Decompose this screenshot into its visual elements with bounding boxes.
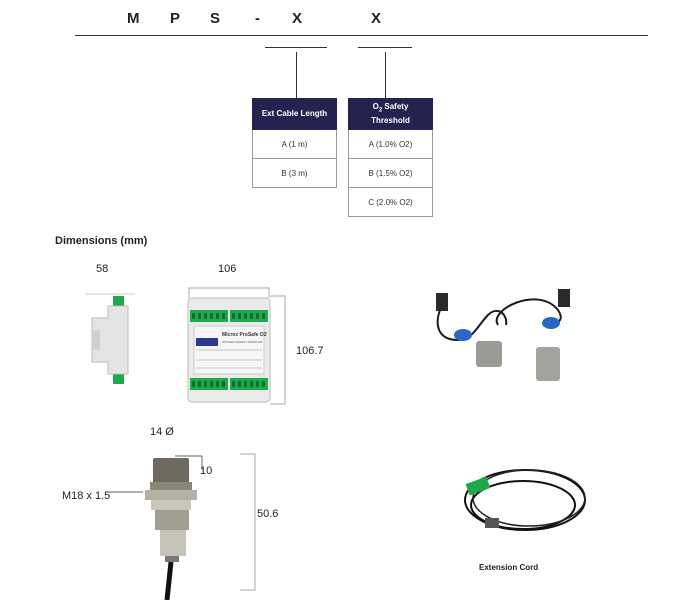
dim-controller-height: 106.7: [296, 345, 324, 357]
threshold-header-prefix: O: [372, 102, 379, 112]
dim-sensor-length: 50.6: [257, 508, 279, 520]
threshold-header-sub: 2: [378, 107, 383, 114]
controller-subtitle: OXYGEN SAFETY MONITOR: [222, 340, 263, 344]
cable-option-b: B (3 m): [252, 158, 337, 188]
code-letter-p: P: [170, 10, 181, 27]
threshold-header-line2: Threshold: [371, 115, 410, 125]
dim-sensor-diameter: 14 Ø: [150, 426, 174, 438]
controller-brand: Microx ProSafe O2: [222, 332, 266, 338]
blank-line-threshold: [358, 47, 412, 48]
dim-sensor-thread-length: 10: [200, 465, 213, 477]
extension-cord-image: [464, 469, 586, 531]
dim-sensor-thread: M18 x 1.5: [62, 490, 111, 502]
sensor-side-image: [105, 453, 256, 600]
controller-brand-name: Microx: [222, 332, 239, 338]
threshold-option-b: B (1.5% O2): [348, 158, 433, 188]
header-rule: [75, 35, 648, 36]
connector-cable: [296, 52, 297, 98]
code-letter-dash: -: [255, 10, 260, 27]
code-letter-x1: X: [292, 10, 303, 27]
controller-front-image: [187, 287, 286, 405]
threshold-option-c: C (2.0% O2): [348, 187, 433, 217]
connector-threshold: [385, 52, 386, 98]
blank-line-cable: [265, 47, 327, 48]
din-module-side-image: [85, 293, 135, 384]
sensor-pair-image: [436, 289, 570, 381]
cable-length-header: Ext Cable Length: [252, 98, 337, 130]
dim-din-width: 58: [96, 263, 109, 275]
threshold-table: O2 Safety Threshold A (1.0% O2) B (1.5% …: [348, 98, 433, 217]
dimensions-title: Dimensions (mm): [55, 235, 148, 247]
code-letter-s: S: [210, 10, 221, 27]
code-letter-m: M: [127, 10, 140, 27]
controller-model: ProSafe O2: [239, 332, 267, 338]
cable-option-a: A (1 m): [252, 129, 337, 159]
dim-controller-width: 106: [218, 263, 237, 275]
code-letter-x2: X: [371, 10, 382, 27]
threshold-header: O2 Safety Threshold: [348, 98, 433, 130]
cable-length-table: Ext Cable Length A (1 m) B (3 m): [252, 98, 337, 188]
threshold-option-a: A (1.0% O2): [348, 129, 433, 159]
extension-cord-caption: Extension Cord: [479, 563, 539, 572]
threshold-header-suffix: Safety: [382, 102, 409, 112]
